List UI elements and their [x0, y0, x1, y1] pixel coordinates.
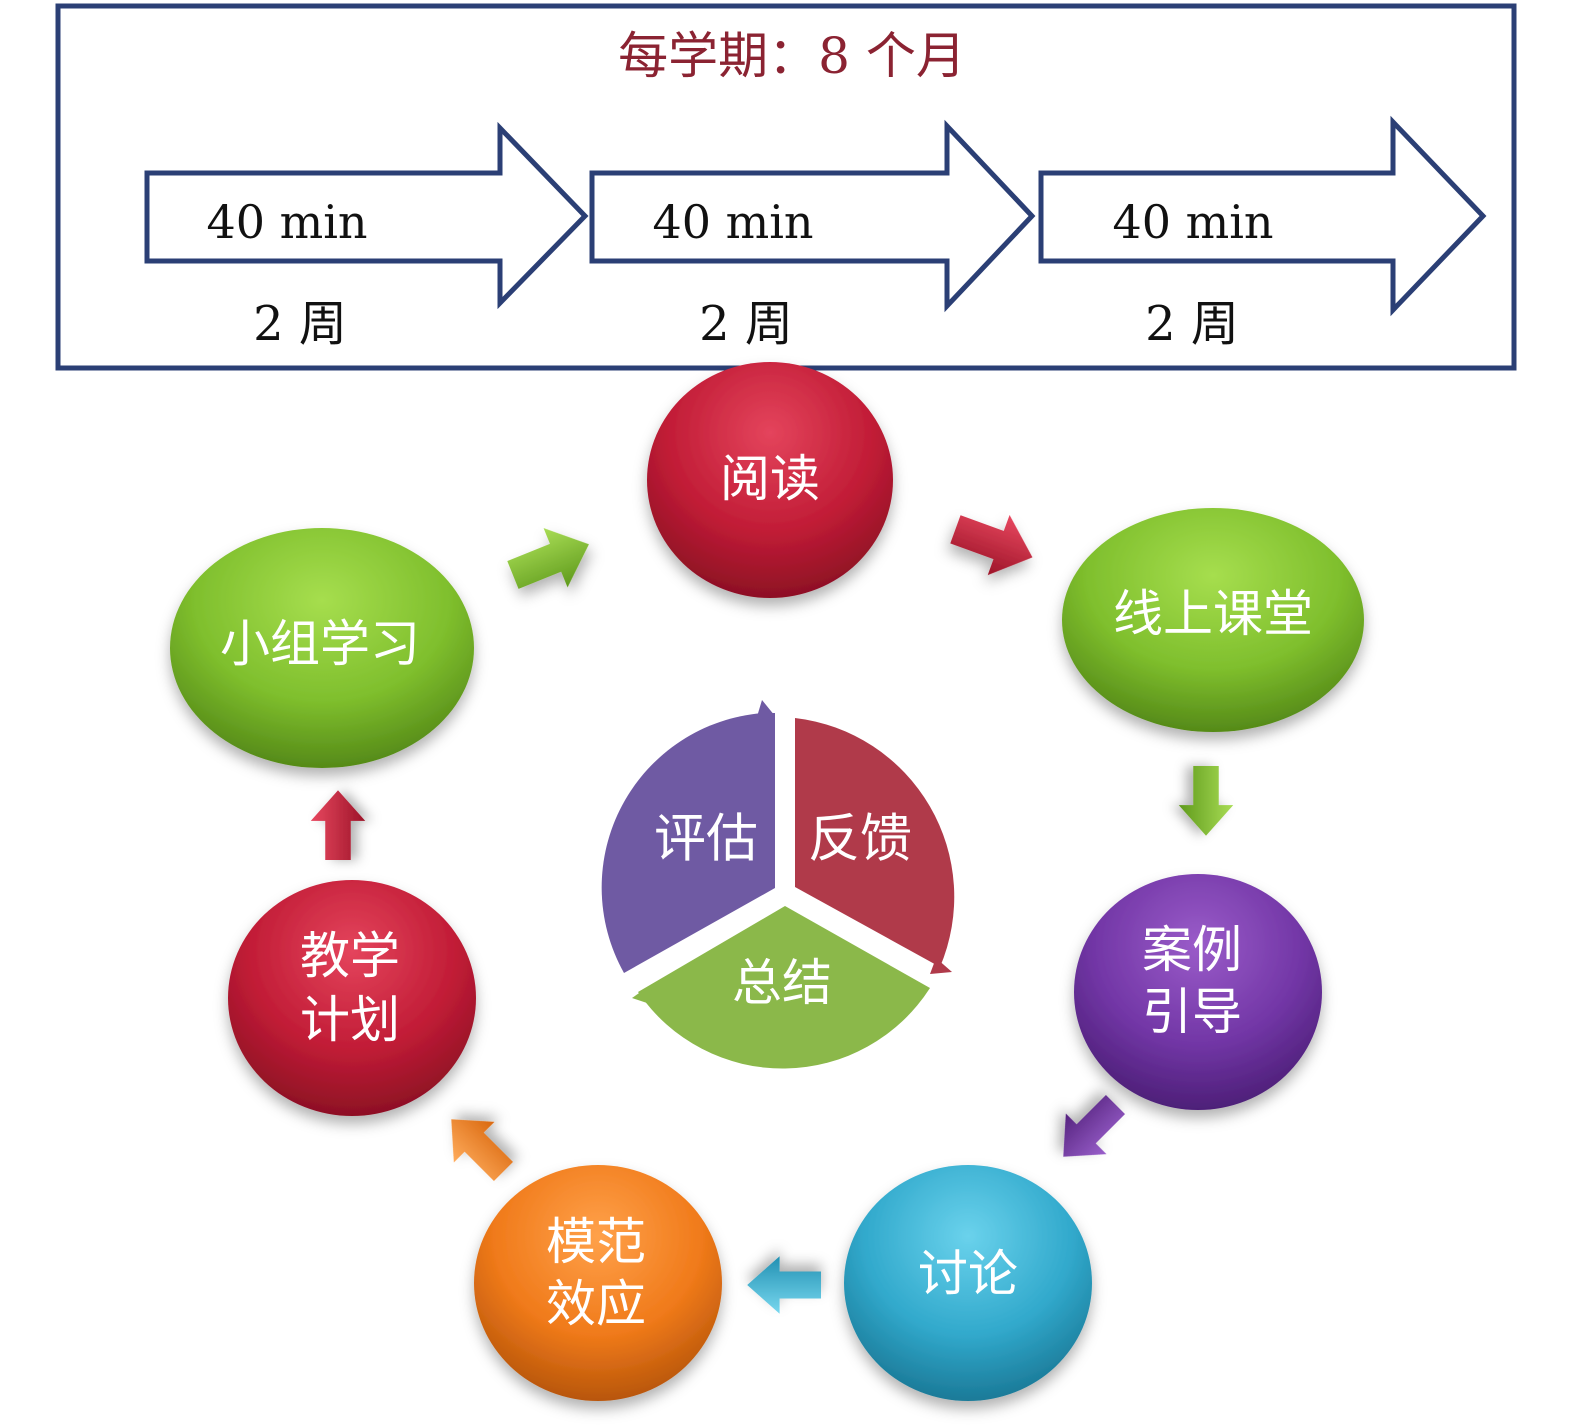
node-case-guidance: 案例 引导	[1074, 874, 1322, 1110]
center-label-evaluate: 评估	[654, 810, 758, 870]
semester-title: 每学期：8 个月	[618, 27, 966, 85]
timeline-arrow-3: 40 min 2 周	[1038, 115, 1487, 352]
node-circle	[228, 880, 476, 1116]
segment-arrowhead-icon	[930, 958, 952, 974]
center-segment-feedback	[795, 718, 955, 967]
node-label-line2: 计划	[300, 991, 400, 1049]
arrow-duration: 40 min	[1112, 195, 1273, 249]
node-role-model: 模范 效应	[474, 1165, 722, 1401]
arrow-shape	[1038, 115, 1487, 317]
arrow-duration: 40 min	[206, 195, 367, 249]
arrow-shape	[589, 119, 1036, 313]
node-circle	[170, 528, 474, 768]
node-reading: 阅读	[647, 362, 893, 598]
arrow-period: 2 周	[699, 296, 793, 352]
connector-arrow-icon	[747, 1256, 821, 1314]
connector-arrow-icon	[1042, 1084, 1136, 1178]
connector-arrow-icon	[944, 499, 1044, 588]
arrow-shape	[144, 121, 589, 310]
connector-arrow-icon	[430, 1098, 524, 1192]
node-online-class: 线上课堂	[1062, 508, 1364, 732]
center-segment-summary	[638, 906, 930, 1069]
node-label-line2: 引导	[1142, 983, 1242, 1041]
connector-arrow-icon	[1178, 766, 1234, 836]
semester-timeline: 每学期：8 个月 40 min 2 周 40 min 2 周 40 min 2 …	[55, 3, 1517, 371]
node-circle	[474, 1165, 722, 1401]
timeline-arrow-2: 40 min 2 周	[589, 119, 1036, 352]
node-circle	[1062, 508, 1364, 732]
node-circle	[647, 362, 893, 598]
node-teaching-plan: 教学 计划	[228, 880, 476, 1116]
center-cycle: 评估 反馈 总结	[601, 700, 955, 1069]
node-label-line1: 教学	[300, 927, 400, 985]
timeline-arrow-1: 40 min 2 周	[144, 121, 589, 352]
arrow-period: 2 周	[1145, 296, 1239, 352]
cycle-nodes: 阅读 线上课堂 案例 引导 讨论 模范 效应 教学 计划	[170, 362, 1364, 1401]
node-label: 线上课堂	[1113, 585, 1313, 643]
node-circle	[844, 1165, 1092, 1401]
segment-arrowhead-icon	[632, 984, 652, 1004]
node-label: 讨论	[918, 1245, 1018, 1303]
node-discussion: 讨论	[844, 1165, 1092, 1401]
node-label: 阅读	[720, 450, 820, 508]
node-group-study: 小组学习	[170, 528, 474, 768]
connector-arrow-icon	[500, 514, 601, 605]
node-label: 小组学习	[220, 615, 420, 673]
node-circle	[1074, 874, 1322, 1110]
node-label-line1: 模范	[546, 1213, 646, 1271]
node-label-line1: 案例	[1142, 921, 1242, 979]
center-label-summary: 总结	[732, 954, 832, 1012]
connector-arrow-icon	[310, 790, 366, 860]
center-segment-evaluate	[601, 713, 775, 973]
arrow-duration: 40 min	[652, 195, 813, 249]
node-label-line2: 效应	[546, 1275, 646, 1333]
center-label-feedback: 反馈	[808, 810, 912, 870]
segment-arrowhead-icon	[756, 700, 775, 720]
arrow-period: 2 周	[253, 296, 347, 352]
